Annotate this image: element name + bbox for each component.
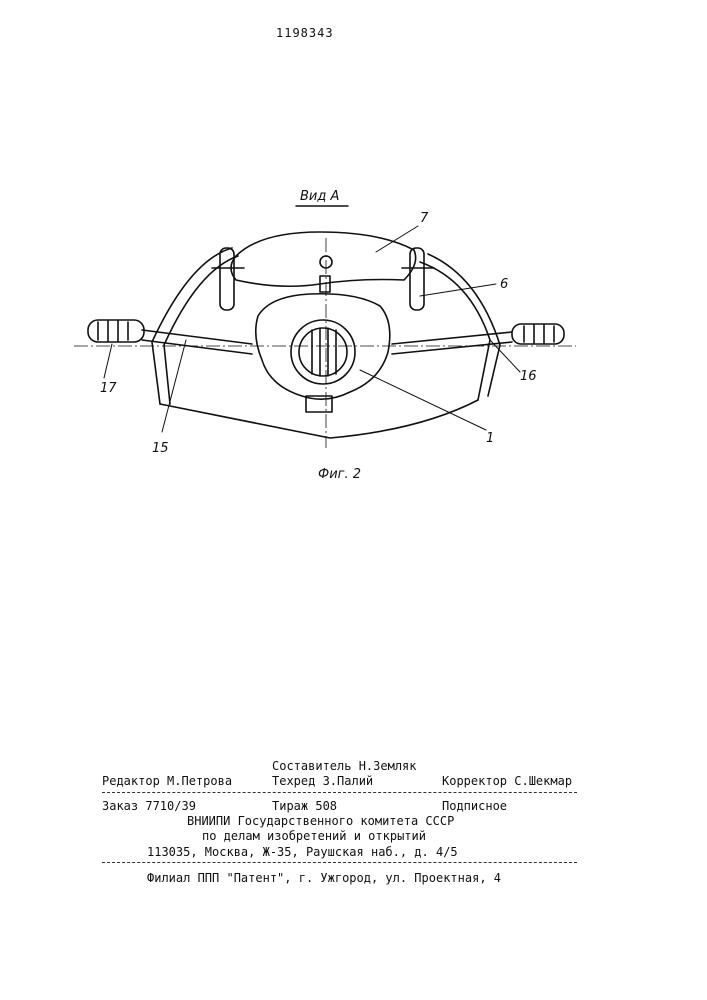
callout-7: 7 [420,211,429,226]
imprint-org-line2: по делам изобретений и открытий [202,829,426,843]
arc-frame-right-outer [428,254,500,396]
imprint-order: Заказ 7710/39 [102,799,196,813]
roller-left [220,248,234,310]
imprint-branch: Филиал ППП "Патент", г. Ужгород, ул. Про… [147,871,501,885]
imprint-address: 113035, Москва, Ж-35, Раушская наб., д. … [147,845,458,859]
callout-17: 17 [100,381,117,396]
hub-inner [299,328,347,376]
lever-arm-right-16 [392,332,512,344]
handle-grip-right [512,324,564,344]
base-body-outline [160,400,478,438]
imprint-circulation: Тираж 508 [272,799,337,813]
handle-grip-left-17 [88,320,144,342]
imprint-org-line1: ВНИИПИ Государственного комитета СССР [187,814,454,828]
callout-1: 1 [486,431,494,446]
imprint-rule-2 [102,862,577,863]
imprint-composer: Составитель Н.Земляк [272,759,417,773]
callout-6: 6 [500,277,508,292]
imprint-corrector: Корректор С.Шекмар [442,774,572,788]
view-label: Вид А [300,189,339,204]
imprint-rule-1 [102,792,577,793]
arc-frame-right [420,262,490,400]
roller-right-6 [410,248,424,310]
imprint-subscription: Подписное [442,799,507,813]
imprint-techred: Техред З.Палий [272,774,373,788]
callout-16: 16 [520,369,537,384]
imprint-editor: Редактор М.Петрова [102,774,232,788]
technical-drawing: Вид А Фиг. 2 7 6 17 16 15 1 [0,0,707,500]
leader-17 [104,344,112,378]
figure-caption: Фиг. 2 [318,467,361,482]
hub-outer [291,320,355,384]
callout-15: 15 [152,441,169,456]
top-bracket-7 [231,232,416,286]
